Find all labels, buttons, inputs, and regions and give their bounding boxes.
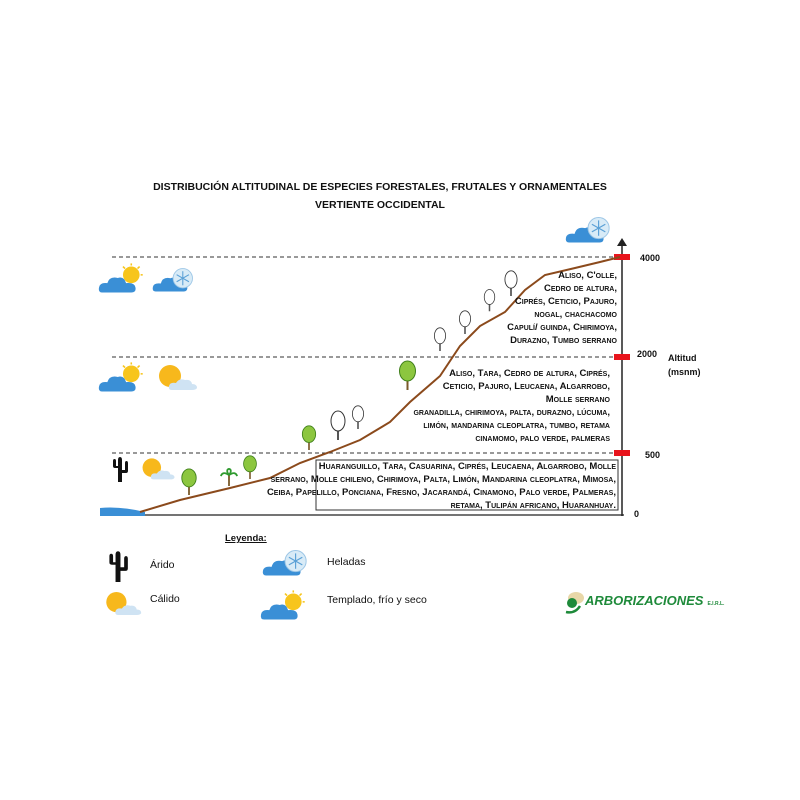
palm-icon: [220, 468, 238, 486]
species-line: nogal, chachacomo: [534, 309, 617, 320]
species-line: limón, mandarina cleoplatra, tumbo, reta…: [423, 420, 610, 431]
sun-cloud-icon: [159, 365, 197, 390]
species-line: Molle serrano: [545, 394, 610, 405]
low-zone-box: [315, 459, 619, 511]
cactus-icon: [113, 457, 128, 482]
species-line: Ceticio, Pajuro, Leucaena, Algarrobo,: [442, 381, 610, 392]
mid-zone-species: Aliso, Tara, Cedro de altura, Ciprés, Ce…: [413, 367, 610, 445]
logo: ARBORIZACIONES E.I.R.L.: [585, 593, 724, 608]
tree-icon: [181, 468, 197, 495]
axis-arrow-icon: [617, 238, 627, 246]
tree-outline-icon: [330, 410, 346, 440]
species-line: serrano, Molle chileno, Chirimoya, Palta…: [270, 474, 616, 485]
tick-2000: 2000: [637, 349, 658, 359]
legend-heladas: Heladas: [327, 556, 366, 568]
cloud-sun-icon: [260, 590, 306, 621]
species-line: Durazno, Tumbo serrano: [510, 335, 617, 346]
marker-2000: [614, 354, 630, 360]
marker-500: [614, 450, 630, 456]
title-line-2: VERTIENTE OCCIDENTAL: [315, 199, 445, 211]
logo-suffix: E.I.R.L.: [707, 601, 725, 607]
species-line: Huaranguillo, Tara, Casuarina, Ciprés, L…: [318, 461, 616, 472]
logo-text: ARBORIZACIONES: [585, 593, 704, 608]
tick-4000: 4000: [640, 253, 661, 263]
snow-cloud-icon: [565, 216, 610, 244]
cloud-sun-icon: [98, 362, 144, 393]
conifer-icon: [433, 327, 447, 352]
species-line: Cedro de altura,: [544, 283, 617, 294]
species-line: Ceiba, Papelillo, Ponciana, Fresno, Jaca…: [266, 487, 616, 498]
tick-500: 500: [645, 450, 661, 460]
species-line: Aliso, Tara, Cedro de altura, Ciprés,: [449, 368, 610, 379]
axis-label: Altitud: [668, 353, 697, 363]
tree-icon: [301, 425, 317, 450]
low-zone-species: Huaranguillo, Tara, Casuarina, Ciprés, L…: [267, 460, 616, 512]
tree-outline-icon: [351, 405, 365, 429]
species-line: Ciprés, Ceticio, Pajuro,: [514, 296, 617, 307]
snow-cloud-icon: [262, 549, 307, 577]
sun-cloud-icon: [106, 591, 142, 615]
marker-4000: [614, 254, 630, 260]
species-line: cinamomo, palo verde, palmeras: [475, 433, 610, 444]
snow-cloud-icon: [152, 267, 194, 293]
cloud-sun-icon: [98, 263, 144, 294]
legend-calido: Cálido: [150, 593, 180, 605]
high-zone-species: Aliso, C'olle, Cedro de altura, Ciprés, …: [507, 269, 617, 347]
tick-0: 0: [634, 509, 640, 519]
species-line: Capulí/ guinda, Chirimoya,: [507, 322, 617, 333]
tree-icon: [243, 455, 257, 479]
legend-title: Leyenda:: [225, 533, 267, 544]
tree-outline-icon: [458, 310, 472, 334]
sun-cloud-icon: [142, 458, 175, 480]
species-line: Aliso, C'olle,: [558, 270, 617, 281]
cactus-icon: [109, 551, 128, 582]
legend-arido: Árido: [150, 559, 175, 571]
title-line-1: DISTRIBUCIÓN ALTITUDINAL DE ESPECIES FOR…: [153, 181, 607, 193]
axis-unit: (msnm): [668, 367, 701, 377]
tree-outline-icon: [483, 289, 496, 312]
sea-icon: [100, 507, 145, 516]
logo-icon: [565, 592, 584, 614]
legend-templado: Templado, frío y seco: [327, 594, 427, 606]
species-line: granadilla, chirimoya, palta, durazno, l…: [413, 407, 610, 418]
mountain-slope: [139, 256, 621, 513]
species-line: retama, Tulipán africano, Huaranhuay.: [450, 500, 616, 511]
